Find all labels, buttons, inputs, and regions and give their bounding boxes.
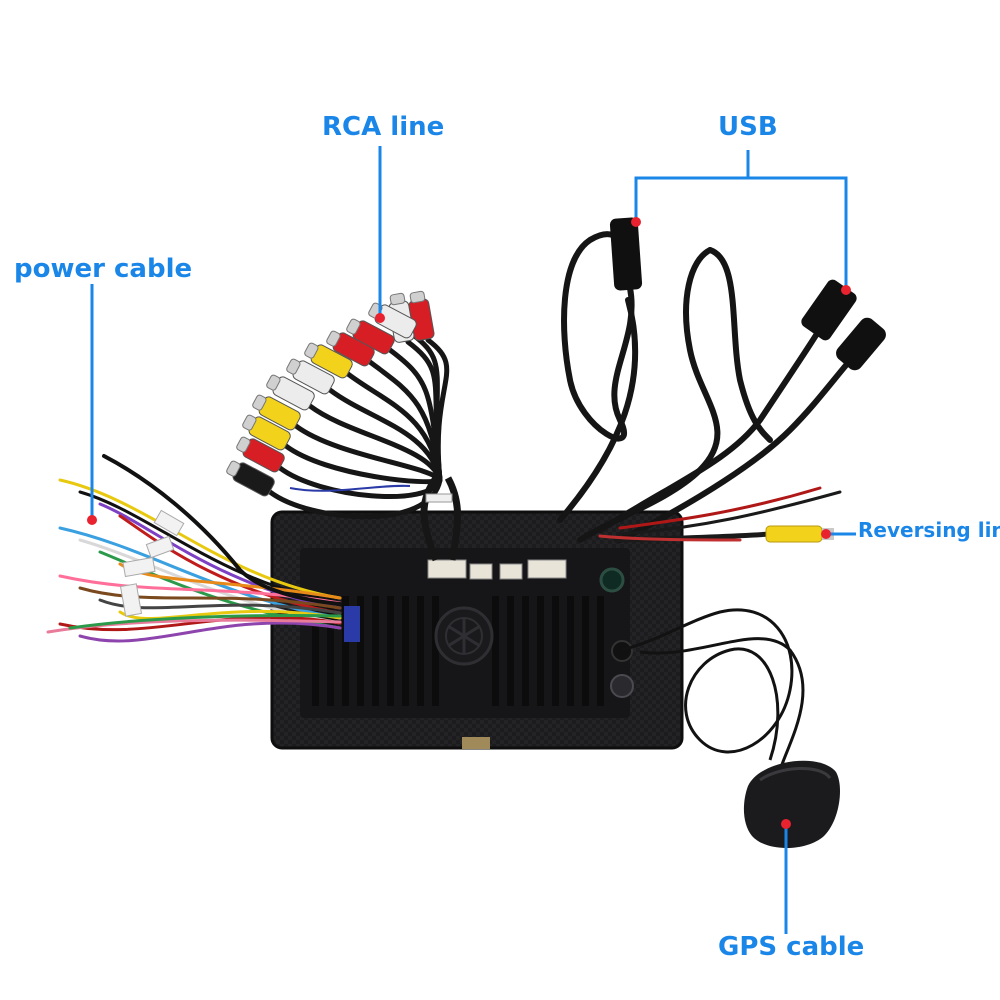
power-connector: [344, 606, 360, 642]
reversing-line-label: Reversing line: [858, 518, 1000, 542]
gps-cable-label: GPS cable: [718, 932, 865, 962]
cable-grommet: [611, 640, 633, 662]
power-harness: [46, 454, 342, 643]
power-tags: [119, 509, 185, 617]
reversing-wires: [598, 486, 842, 543]
power-cable-label: power cable: [14, 254, 193, 284]
usb-plug-icon: [609, 217, 886, 371]
ground-symbol: [610, 674, 634, 698]
top-connectors: [344, 559, 567, 642]
gps-cable: [621, 608, 805, 771]
gps-antenna-icon: [743, 760, 840, 848]
head-unit: [270, 510, 684, 750]
fan-icon: [434, 606, 494, 666]
usb-label: USB: [718, 112, 778, 142]
callout-lines: [90, 146, 856, 934]
rca-cable-bundle: [267, 331, 450, 520]
rca-plug-icon: [226, 290, 435, 497]
mount-tab: [462, 737, 490, 749]
heat-sink-ribs: [312, 596, 604, 706]
usb-cables: [557, 231, 871, 543]
gps-port: [599, 567, 625, 593]
callout-markers: [87, 217, 851, 829]
rca-line-label: RCA line: [322, 112, 445, 142]
